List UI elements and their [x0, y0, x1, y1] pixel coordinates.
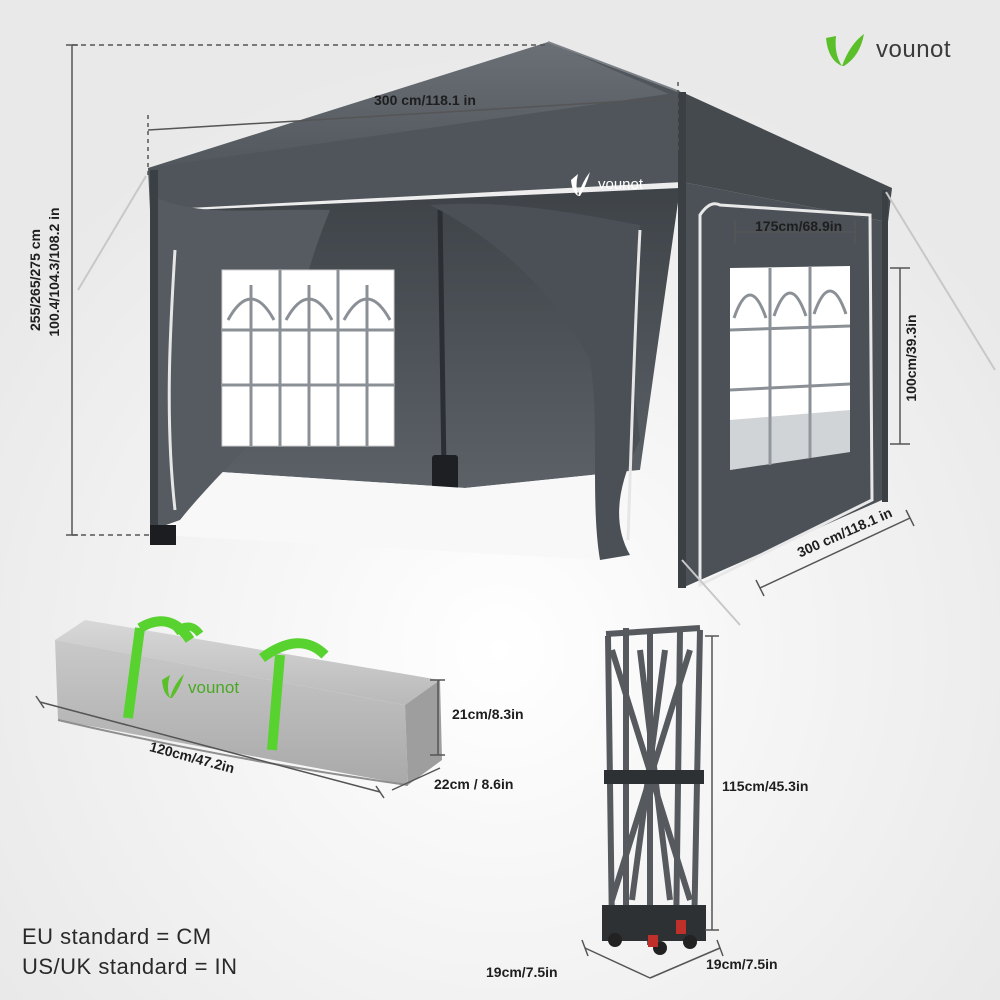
- window-width-label: 175cm/68.9in: [755, 218, 843, 234]
- carry-bag: [55, 616, 442, 786]
- left-window: [221, 269, 395, 447]
- tent-dimension-lines: [66, 44, 915, 597]
- gazebo-tent: [77, 41, 996, 626]
- tent-logo-text: vounot: [598, 176, 644, 193]
- bag-height-label: 21cm/8.3in: [452, 706, 524, 722]
- brand-logo: vounot: [822, 30, 951, 70]
- bag-logo-icon: [162, 674, 184, 698]
- bag-dimension-lines: [35, 679, 445, 799]
- window-height-label: 100cm/39.3in: [903, 314, 919, 402]
- tent-logo-icon: [571, 172, 590, 196]
- frame-width-left-label: 19cm/7.5in: [486, 964, 558, 980]
- frame-dimension-lines: [581, 635, 724, 979]
- bag-logo-text: vounot: [188, 678, 240, 697]
- vounot-leaf-icon: [826, 34, 864, 66]
- brand-name: vounot: [876, 36, 952, 63]
- tent-width-top-label: 300 cm/118.1 in: [374, 92, 476, 108]
- bag-depth-label: 22cm / 8.6in: [434, 776, 514, 792]
- eu-standard-note: EU standard = CM: [22, 924, 212, 949]
- frame-width-right-label: 19cm/7.5in: [706, 956, 778, 972]
- frame-height-label: 115cm/45.3in: [722, 778, 809, 794]
- tent-height-in-label: 100.4/104.3/108.2 in: [46, 207, 62, 337]
- right-window: [729, 266, 851, 470]
- tent-height-cm-label: 255/265/275 cm: [27, 229, 43, 331]
- us-standard-note: US/UK standard = IN: [22, 954, 238, 979]
- folded-frame: [602, 625, 706, 955]
